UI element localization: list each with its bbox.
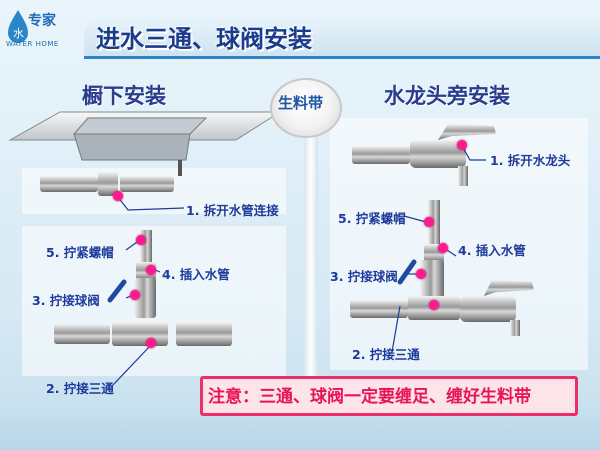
center-divider [304,130,318,376]
left-step5-label: 5. 拧紧螺帽 [46,245,114,260]
marker-dot [457,140,467,150]
svg-text:水: 水 [13,27,24,40]
note-text: 注意：三通、球阀一定要缠足、缠好生料带 [208,387,531,407]
left-step4-label: 4. 插入水管 [162,267,230,282]
left-step2-label: 2. 拧接三通 [46,381,114,396]
marker-dot [113,191,123,201]
left-hose-assembly [40,172,174,196]
marker-dot [146,338,156,348]
right-step3-label: 3. 拧接球阀 [330,269,398,284]
right-ball-valve-assembly [397,200,444,298]
page-title: 进水三通、球阀安装 [96,25,312,53]
tape-roll-label-bg [270,78,342,138]
left-section-title: 橱下安装 [82,84,166,108]
right-section-title: 水龙头旁安装 [384,84,510,108]
logo-text: 专家 [28,13,56,29]
right-step1-label: 1. 拆开水龙头 [490,153,571,168]
marker-dot [438,243,448,253]
marker-dot [130,290,140,300]
right-step2-label: 2. 拧接三通 [352,347,420,362]
title-bar [84,16,600,59]
left-tee-assembly [54,322,232,346]
note-box [200,376,578,416]
marker-dot [146,265,156,275]
marker-dot [424,217,434,227]
logo: 水 [4,6,82,56]
logo-drop-icon: 水 [8,10,28,43]
bottom-wave [0,410,600,450]
right-step5-label: 5. 拧紧螺帽 [338,211,406,226]
left-step3-label: 3. 拧接球阀 [32,293,100,308]
left-step1-label: 1. 拆开水管连接 [186,203,279,218]
right-panel-bottom [330,196,588,370]
tape-label: 生料带 [278,94,324,112]
marker-dot [416,269,426,279]
leader-lines [111,145,486,387]
marker-dot [429,300,439,310]
sink-illustration [8,111,282,176]
logo-subtitle: WATER HOME [6,40,59,48]
marker-dot [136,235,146,245]
right-faucet-top [352,124,496,186]
right-step4-label: 4. 插入水管 [458,243,526,258]
